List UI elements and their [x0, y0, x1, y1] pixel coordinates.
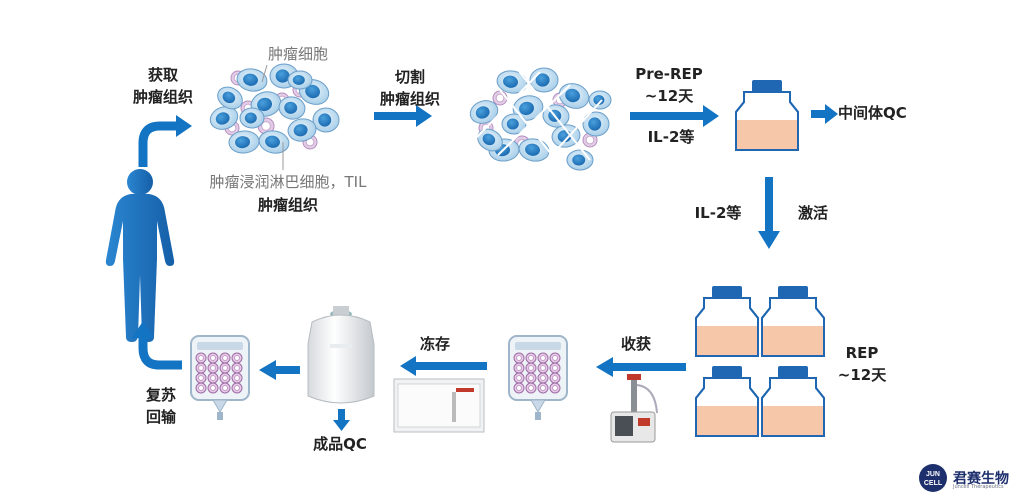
tumor-cell: [312, 107, 340, 133]
arrow-to-intermediate-qc: [811, 104, 838, 124]
culture-bottle-pre-rep: [735, 80, 799, 151]
label-cryopreserve: 冻存: [419, 335, 450, 353]
rep-bottle-3: [695, 366, 759, 437]
label-harvest-cells: 收获: [620, 335, 651, 353]
tumor-cell: [469, 100, 499, 124]
tumor-cell: [258, 130, 290, 154]
arrow-cut: [374, 105, 432, 127]
tumor-cell: [217, 86, 243, 110]
label-cut-1: 切割: [394, 68, 425, 86]
arrow-pre-rep: [630, 105, 719, 127]
tumor-cell: [496, 70, 528, 94]
fragmented-tissue-cluster: [469, 67, 612, 171]
tumor-cell: [558, 83, 590, 109]
tumor-cell: [518, 138, 550, 162]
til-cell: [582, 132, 598, 148]
rep-bottle-1: [695, 286, 759, 357]
label-thaw-2: 回输: [145, 408, 176, 426]
tumor-cell: [287, 70, 313, 90]
tumor-cell: [582, 111, 610, 137]
tumor-tissue-cluster: [209, 63, 340, 154]
label-tumor-tissue: 肿瘤组织: [257, 196, 318, 214]
arrow-to-final-qc: [333, 409, 350, 431]
label-intermediate-qc: 中间体QC: [838, 104, 907, 122]
til-cell: [492, 90, 508, 106]
label-til: 肿瘤浸润淋巴细胞，TIL: [209, 173, 367, 191]
infusion-bag-harvest: [508, 335, 568, 420]
arrow-cryopreserve: [400, 356, 487, 376]
cut-lines: [475, 69, 603, 169]
label-cut-2: 肿瘤组织: [379, 90, 440, 108]
freezer-unit: [393, 378, 485, 433]
tumor-cell: [501, 113, 527, 135]
label-final-qc: 成品QC: [313, 435, 367, 453]
tumor-cell: [236, 68, 268, 92]
tumor-cell: [529, 67, 559, 93]
label-harvest-2: 肿瘤组织: [132, 88, 193, 106]
rep-bottle-2: [761, 286, 825, 357]
tumor-cell: [228, 130, 260, 154]
logo-badge-line-1: JUN: [926, 471, 940, 478]
arrow-person-to-tissue-head: [176, 115, 192, 137]
tumor-cell: [588, 90, 612, 110]
arrow-to-thaw-bag: [259, 360, 300, 380]
liquid-nitrogen-tank: [307, 306, 375, 404]
label-il2-first: IL-2等: [647, 128, 695, 146]
tumor-cell: [239, 107, 265, 129]
tumor-cell: [209, 106, 239, 130]
arrow-thaw-to-patient: [132, 321, 182, 370]
juncell-logo-badge: JUN CELL: [919, 464, 947, 492]
label-pre-rep-2: ~12天: [644, 87, 694, 105]
tumor-cell: [278, 96, 306, 120]
label-il2-second: IL-2等: [694, 204, 742, 222]
infusion-bag-thaw: [190, 335, 250, 420]
arrow-person-to-tissue: [138, 121, 178, 167]
label-thaw-1: 复苏: [145, 386, 176, 404]
label-harvest-1: 获取: [147, 66, 178, 84]
tumor-cell: [477, 128, 503, 152]
label-rep-2: ~12天: [837, 366, 887, 384]
label-pre-rep-1: Pre-REP: [635, 65, 703, 83]
patient-figure: [105, 169, 175, 342]
tumor-cell: [512, 95, 544, 121]
leader-tumor-cells: [261, 64, 268, 83]
logo-subtitle: Juncell Therapeutics: [953, 484, 1004, 490]
tumor-cell: [287, 118, 317, 142]
logo-badge-line-2: CELL: [924, 480, 943, 487]
rep-bottle-4: [761, 366, 825, 437]
logo-name: 君赛生物: [953, 471, 1009, 487]
arrow-activation-down: [758, 177, 780, 249]
label-activate: 激活: [797, 204, 828, 222]
label-tumor-cells: 肿瘤细胞: [267, 45, 328, 63]
cell-harvester-machine: [610, 374, 658, 443]
arrow-harvest: [596, 357, 686, 377]
label-rep-1: REP: [845, 344, 879, 362]
